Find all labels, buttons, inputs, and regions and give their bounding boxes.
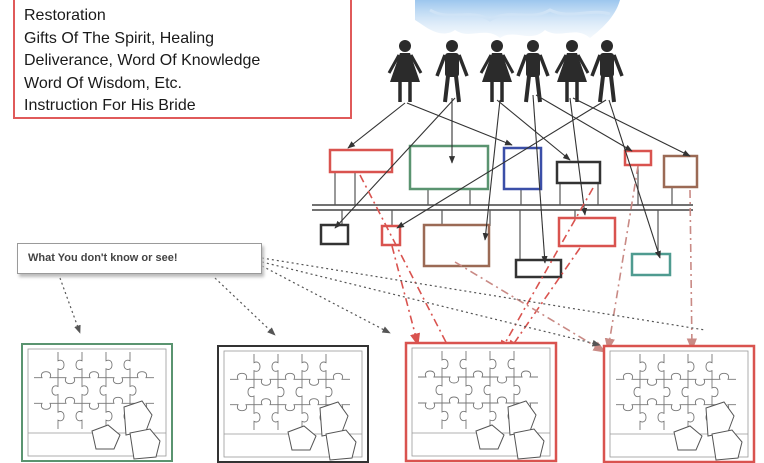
man-icon	[435, 40, 469, 103]
gifts-list-item: Gifts Of The Spirit, Healing	[24, 29, 214, 47]
puzzle-row	[21, 341, 756, 463]
woman-icon	[554, 40, 590, 102]
gifts-list-item: Deliverance, Word Of Knowledge	[24, 52, 261, 69]
top-box	[502, 146, 543, 191]
bottom-box	[557, 216, 617, 248]
connection-bus	[312, 166, 693, 260]
gifts-list-item: Restoration	[24, 7, 106, 24]
woman-icon	[479, 40, 515, 102]
top-box	[328, 148, 394, 174]
unknown-label-box: What You don't know or see!	[17, 243, 262, 274]
unknown-arrows	[59, 257, 706, 347]
people-arrows	[334, 94, 691, 264]
man-icon	[516, 40, 550, 103]
gifts-list-item: Word Of Wisdom, Etc.	[24, 74, 182, 92]
top-box	[623, 149, 653, 167]
bottom-box-row	[319, 216, 672, 279]
gifts-list-box: Restoration Gifts Of The Spirit, Healing…	[13, 0, 352, 119]
cloud-icon	[415, 0, 620, 38]
bottom-box	[319, 223, 350, 246]
top-box	[662, 154, 699, 189]
puzzle-frame	[217, 345, 369, 463]
puzzle-frame	[602, 344, 756, 463]
top-box-row	[328, 144, 699, 191]
people-group	[387, 40, 624, 103]
man-icon	[590, 40, 624, 103]
bottom-box	[422, 223, 491, 268]
bottom-box	[514, 258, 563, 279]
woman-icon	[387, 40, 423, 102]
top-box	[408, 144, 490, 191]
gifts-list-item: Instruction For His Bride	[24, 97, 196, 114]
puzzle-frame	[404, 341, 558, 463]
bottom-box	[630, 252, 672, 277]
puzzle-frame	[21, 343, 173, 462]
